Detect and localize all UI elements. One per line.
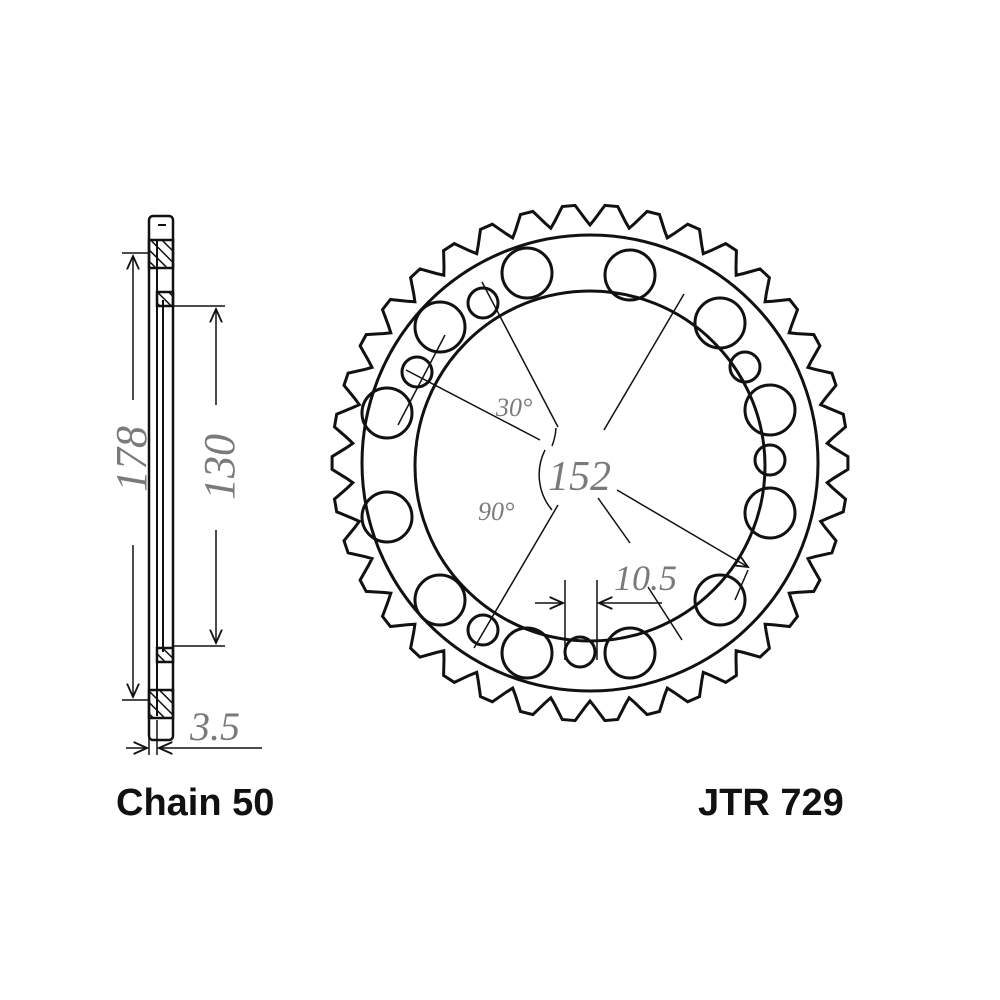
part-number: JTR 729 <box>698 782 844 824</box>
lightening-hole <box>603 248 657 302</box>
hatched-section <box>155 646 175 664</box>
lightening-hole <box>743 486 797 540</box>
lightening-hole <box>500 246 554 300</box>
dim-thickness: 3.5 <box>189 704 240 749</box>
side-profile <box>147 214 175 742</box>
lightening-hole <box>360 386 414 440</box>
bolt-hole <box>728 350 762 384</box>
lightening-hole <box>360 490 414 544</box>
sprocket-teeth-outline <box>330 203 850 723</box>
front-view: 30° 152 90° 10.5 <box>330 203 850 723</box>
rim-circle <box>360 233 820 693</box>
lightening-holes <box>360 246 797 680</box>
lightening-hole <box>743 383 797 437</box>
dim-outer-diameter: 178 <box>107 426 156 492</box>
lightening-hole <box>500 626 554 680</box>
side-view: 178 130 3.5 <box>107 214 262 755</box>
lightening-hole <box>693 296 747 350</box>
dimension-lines <box>397 281 748 660</box>
hatched-section <box>147 688 175 720</box>
lightening-hole <box>413 300 467 354</box>
hatched-section <box>147 238 175 270</box>
dim-inner-diameter: 130 <box>195 434 244 500</box>
dim-178-lines <box>122 252 262 755</box>
bolt-hole <box>400 355 434 389</box>
lightening-hole <box>603 626 657 680</box>
chain-label: Chain 50 <box>116 782 275 824</box>
lightening-hole <box>693 573 747 627</box>
bolt-hole-diameter: 10.5 <box>614 558 677 598</box>
angle-90: 90° <box>478 497 514 526</box>
bolt-hole <box>753 443 787 477</box>
bolt-hole <box>466 613 500 647</box>
bolt-circle-diameter: 152 <box>548 454 611 500</box>
hatched-section <box>155 290 175 308</box>
angle-30: 30° <box>495 393 532 422</box>
bolt-hole <box>466 286 500 320</box>
lightening-hole <box>413 573 467 627</box>
